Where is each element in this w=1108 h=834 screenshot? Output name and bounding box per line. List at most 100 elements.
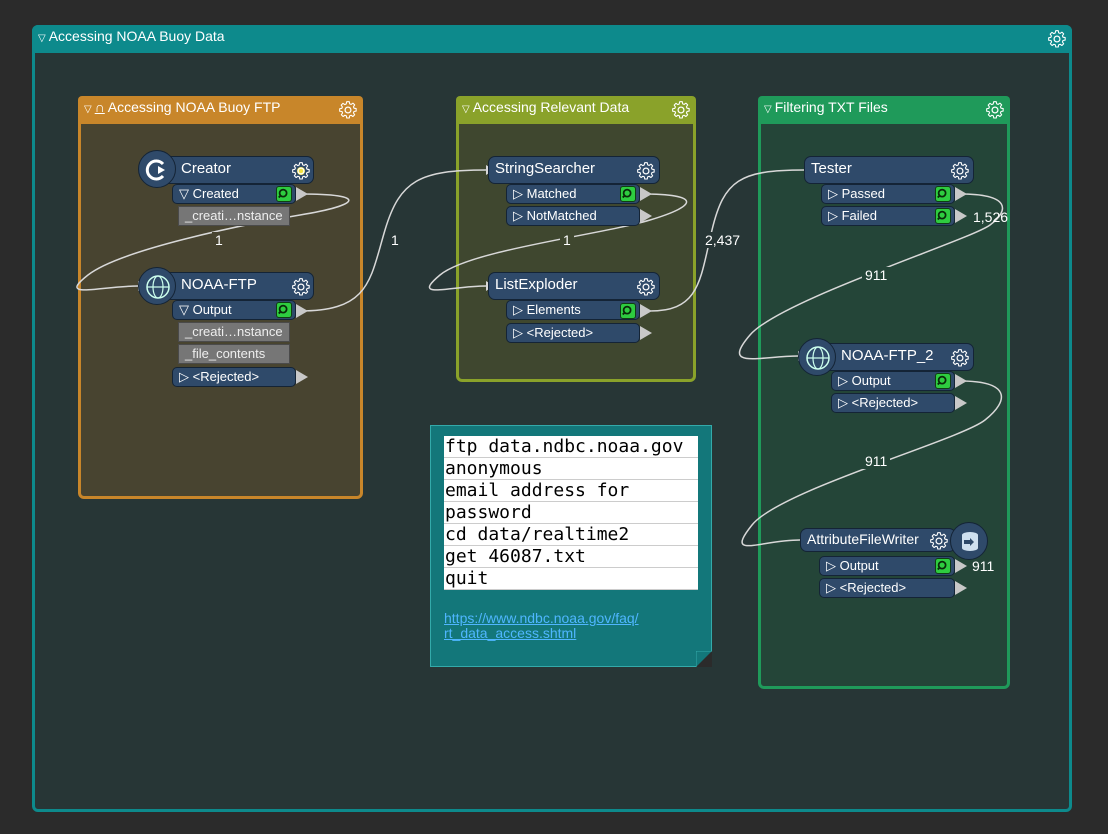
network-globe-icon <box>798 338 836 376</box>
transformer-creator[interactable]: Creator <box>158 156 314 184</box>
transformer-name: StringSearcher <box>495 160 596 177</box>
port-output[interactable]: ▷ Output <box>819 556 955 576</box>
expand-triangle-icon[interactable]: ▷ <box>513 325 527 340</box>
magnifier-icon[interactable] <box>620 303 636 319</box>
gear-icon[interactable] <box>929 531 949 551</box>
count-creator-ftp: 1 <box>212 232 226 248</box>
workspace-title: ▽Accessing NOAA Buoy Data <box>38 28 225 44</box>
magnifier-icon[interactable] <box>276 302 292 318</box>
port-rejected[interactable]: ▷ <Rejected> <box>819 578 955 598</box>
connection-ftp2-writer <box>741 380 1002 547</box>
note-line: password <box>444 502 698 524</box>
group-relevant-header[interactable]: ▽Accessing Relevant Data <box>456 96 696 124</box>
expand-triangle-icon[interactable]: ▷ <box>513 208 527 223</box>
output-arrow-icon[interactable] <box>955 559 967 573</box>
attribute-row: _creati…nstance <box>178 206 290 226</box>
count-searcher-exploder: 1 <box>560 232 574 248</box>
transformer-noaa-ftp-2[interactable]: NOAA-FTP_2 <box>818 343 974 371</box>
note-line: ftp data.ndbc.noaa.gov <box>444 436 698 458</box>
expand-triangle-icon[interactable]: ▷ <box>826 580 840 595</box>
output-arrow-icon[interactable] <box>640 209 652 223</box>
group-ftp-title: ▽∩Accessing NOAA Buoy FTP <box>84 99 281 115</box>
collapse-triangle-icon[interactable]: ▽ <box>764 104 772 115</box>
expand-triangle-icon[interactable]: ▷ <box>513 302 527 317</box>
output-arrow-icon[interactable] <box>955 581 967 595</box>
expand-triangle-icon[interactable]: ▽ <box>179 186 193 201</box>
count-tester-ftp2: 911 <box>862 267 891 283</box>
output-arrow-icon[interactable] <box>640 304 652 318</box>
port-rejected[interactable]: ▷ <Rejected> <box>506 323 640 343</box>
gear-icon[interactable] <box>636 161 656 181</box>
attribute-row: _file_contents <box>178 344 290 364</box>
output-arrow-icon[interactable] <box>640 187 652 201</box>
expand-triangle-icon[interactable]: ▷ <box>513 186 527 201</box>
note-link-line[interactable]: rt_data_access.shtml <box>444 625 577 641</box>
port-rejected[interactable]: ▷ <Rejected> <box>172 367 296 387</box>
output-arrow-icon[interactable] <box>296 370 308 384</box>
expand-triangle-icon[interactable]: ▷ <box>838 373 852 388</box>
connection-searcher-exploder <box>428 193 688 291</box>
output-arrow-icon[interactable] <box>955 209 967 223</box>
magnifier-icon[interactable] <box>935 373 951 389</box>
note-text-table: ftp data.ndbc.noaa.gov anonymous email a… <box>444 436 698 590</box>
group-filtering-header[interactable]: ▽Filtering TXT Files <box>758 96 1010 124</box>
transformer-attributefilewriter[interactable]: AttributeFileWriter <box>800 528 956 552</box>
group-relevant-title: ▽Accessing Relevant Data <box>462 99 630 115</box>
port-failed[interactable]: ▷ Failed <box>821 206 955 226</box>
magnifier-icon[interactable] <box>935 208 951 224</box>
gear-icon[interactable] <box>950 348 970 368</box>
output-arrow-icon[interactable] <box>296 304 308 318</box>
output-arrow-icon[interactable] <box>955 187 967 201</box>
expand-triangle-icon[interactable]: ▷ <box>179 369 193 384</box>
expand-triangle-icon[interactable]: ▽ <box>179 302 193 317</box>
lock-icon: ∩ <box>94 99 105 115</box>
transformer-name: Tester <box>811 160 852 177</box>
creator-icon <box>138 150 176 188</box>
transformer-listexploder[interactable]: ListExploder <box>488 272 660 300</box>
magnifier-icon[interactable] <box>935 558 951 574</box>
transformer-tester[interactable]: Tester <box>804 156 974 184</box>
network-globe-icon <box>138 267 176 305</box>
output-arrow-icon[interactable] <box>955 396 967 410</box>
port-elements[interactable]: ▷ Elements <box>506 300 640 320</box>
note-fold-corner-icon <box>696 651 712 667</box>
port-output[interactable]: ▽ Output <box>172 300 296 320</box>
magnifier-icon[interactable] <box>935 186 951 202</box>
connection-tester-ftp2 <box>738 193 1004 360</box>
expand-triangle-icon[interactable]: ▷ <box>826 558 840 573</box>
gear-icon[interactable] <box>636 277 656 297</box>
port-passed[interactable]: ▷ Passed <box>821 184 955 204</box>
expand-triangle-icon[interactable]: ▷ <box>838 395 852 410</box>
transformer-name: NOAA-FTP_2 <box>841 347 934 364</box>
note-line: cd data/realtime2 <box>444 524 698 546</box>
transformer-name: AttributeFileWriter <box>807 531 919 547</box>
database-writer-icon <box>950 522 988 560</box>
expand-triangle-icon[interactable]: ▷ <box>828 208 842 223</box>
workspace-bookmark-header[interactable]: ▽Accessing NOAA Buoy Data <box>32 25 1072 53</box>
collapse-triangle-icon[interactable]: ▽ <box>38 33 46 44</box>
connection-ftp-searcher <box>299 169 487 312</box>
port-created[interactable]: ▽ Created <box>172 184 296 204</box>
port-matched[interactable]: ▷ Matched <box>506 184 640 204</box>
transformer-noaa-ftp[interactable]: NOAA-FTP <box>158 272 314 300</box>
attribute-row: _creati…nstance <box>178 322 290 342</box>
note-link-line[interactable]: https://www.ndbc.noaa.gov/faq/ <box>444 610 639 626</box>
port-notmatched[interactable]: ▷ NotMatched <box>506 206 640 226</box>
gear-icon[interactable] <box>291 161 311 181</box>
output-arrow-icon[interactable] <box>640 326 652 340</box>
note-link[interactable]: https://www.ndbc.noaa.gov/faq/ rt_data_a… <box>444 611 674 641</box>
group-filtering-title: ▽Filtering TXT Files <box>764 99 888 115</box>
transformer-stringsearcher[interactable]: StringSearcher <box>488 156 660 184</box>
gear-icon[interactable] <box>950 161 970 181</box>
collapse-triangle-icon[interactable]: ▽ <box>462 104 470 115</box>
port-output[interactable]: ▷ Output <box>831 371 955 391</box>
collapse-triangle-icon[interactable]: ▽ <box>84 104 92 115</box>
output-arrow-icon[interactable] <box>955 374 967 388</box>
magnifier-icon[interactable] <box>276 186 292 202</box>
magnifier-icon[interactable] <box>620 186 636 202</box>
port-rejected[interactable]: ▷ <Rejected> <box>831 393 955 413</box>
output-arrow-icon[interactable] <box>296 187 308 201</box>
gear-icon[interactable] <box>291 277 311 297</box>
expand-triangle-icon[interactable]: ▷ <box>828 186 842 201</box>
group-ftp-header[interactable]: ▽∩Accessing NOAA Buoy FTP <box>78 96 363 124</box>
